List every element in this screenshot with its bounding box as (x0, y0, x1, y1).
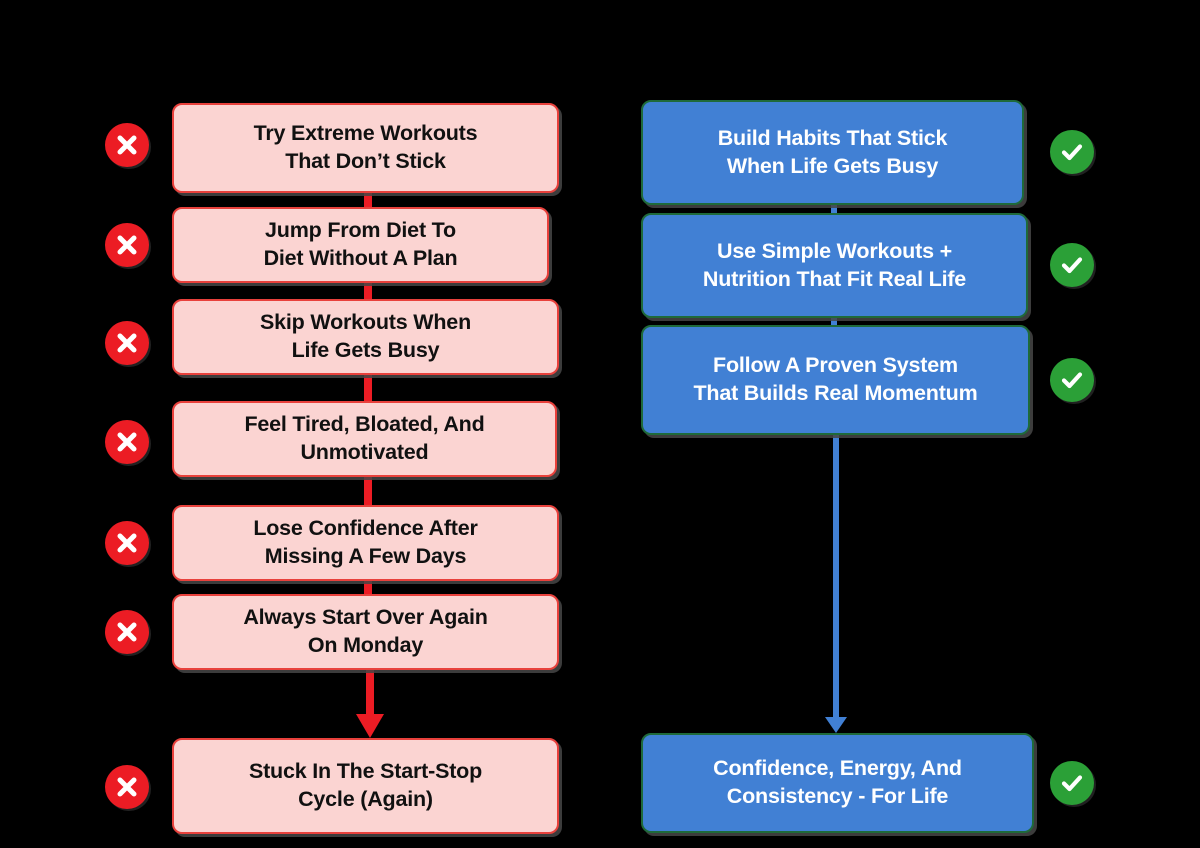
node-bad-1[interactable]: Try Extreme Workouts That Don’t Stick (172, 103, 559, 193)
connector-bad-6-7-arrow (350, 666, 390, 740)
x-circle-icon (105, 223, 149, 267)
connector-bad-1-2 (364, 191, 372, 209)
node-bad-6[interactable]: Always Start Over Again On Monday (172, 594, 559, 670)
node-good-1-label: Build Habits That Stick When Life Gets B… (717, 125, 948, 178)
check-circle-icon (1050, 130, 1094, 174)
node-bad-7-label: Stuck In The Start-Stop Cycle (Again) (248, 759, 483, 811)
connector-good-3-4-arrow (818, 433, 854, 735)
check-circle-icon (1050, 761, 1094, 805)
node-bad-4-label: Feel Tired, Bloated, And Unmotivated (244, 412, 485, 464)
x-circle-icon (105, 123, 149, 167)
x-circle-icon (105, 521, 149, 565)
check-circle-icon (1050, 243, 1094, 287)
node-bad-5[interactable]: Lose Confidence After Missing A Few Days (172, 505, 559, 581)
node-bad-2-label: Jump From Diet To Diet Without A Plan (263, 218, 458, 270)
node-bad-7[interactable]: Stuck In The Start-Stop Cycle (Again) (172, 738, 559, 834)
x-circle-icon (105, 610, 149, 654)
node-good-4-label: Confidence, Energy, And Consistency - Fo… (713, 756, 962, 808)
node-good-2-label: Use Simple Workouts + Nutrition That Fit… (702, 238, 967, 291)
node-bad-1-label: Try Extreme Workouts That Don’t Stick (253, 121, 478, 173)
node-good-3-label: Follow A Proven System That Builds Real … (693, 353, 978, 405)
node-bad-5-label: Lose Confidence After Missing A Few Days (253, 516, 478, 568)
x-circle-icon (105, 321, 149, 365)
connector-bad-3-4 (364, 373, 372, 403)
node-good-4[interactable]: Confidence, Energy, And Consistency - Fo… (641, 733, 1034, 833)
node-bad-6-label: Always Start Over Again On Monday (243, 605, 488, 657)
x-circle-icon (105, 420, 149, 464)
connector-good-1-2 (831, 203, 837, 216)
connector-bad-5-6 (364, 579, 372, 596)
node-good-3[interactable]: Follow A Proven System That Builds Real … (641, 325, 1030, 435)
node-bad-2[interactable]: Jump From Diet To Diet Without A Plan (172, 207, 549, 283)
node-good-1[interactable]: Build Habits That Stick When Life Gets B… (641, 100, 1024, 205)
node-bad-3[interactable]: Skip Workouts When Life Gets Busy (172, 299, 559, 375)
connector-bad-4-5 (364, 475, 372, 507)
node-good-2[interactable]: Use Simple Workouts + Nutrition That Fit… (641, 213, 1028, 318)
check-circle-icon (1050, 358, 1094, 402)
node-bad-4[interactable]: Feel Tired, Bloated, And Unmotivated (172, 401, 557, 477)
connector-bad-2-3 (364, 281, 372, 301)
node-bad-3-label: Skip Workouts When Life Gets Busy (259, 310, 471, 362)
x-circle-icon (105, 765, 149, 809)
connector-good-2-3 (831, 316, 837, 328)
